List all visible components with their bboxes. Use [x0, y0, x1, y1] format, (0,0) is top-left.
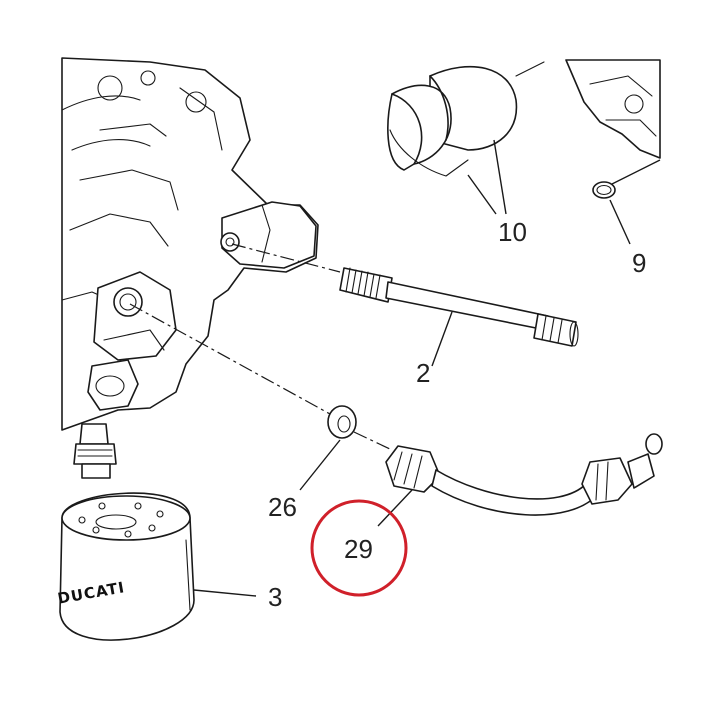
- filter-nipple-part: [73, 423, 117, 479]
- leader-oil-pipe: [377, 489, 413, 527]
- leader-washer: [299, 439, 341, 491]
- oil-pipe-part: [385, 433, 663, 516]
- leader-ring-pair-a: [467, 174, 497, 215]
- washer-part: [327, 405, 357, 439]
- engine-crankcase: [61, 57, 319, 431]
- washer-hole: [337, 415, 351, 433]
- o-ring-inner: [596, 184, 612, 196]
- leader-ring-pair-b: [493, 139, 507, 215]
- callout-ring-pair: 10: [498, 217, 527, 247]
- callout-o-ring: 9: [632, 248, 646, 278]
- highlight-circle: [310, 499, 408, 597]
- leader-o-ring-pointer: [611, 159, 661, 185]
- alignment-line-pipe: [129, 303, 331, 415]
- alignment-line-pipe-2: [353, 431, 393, 451]
- leader-o-ring: [609, 199, 631, 245]
- oil-filter-part: DUCATI: [56, 492, 195, 641]
- callout-oil-pipe: 29: [344, 534, 373, 564]
- leader-oil-filter: [193, 589, 257, 597]
- ring-pair-part: [387, 61, 545, 177]
- engine-housing-right: [565, 59, 661, 159]
- alignment-line-stud: [231, 243, 341, 273]
- callout-oil-filter: 3: [268, 582, 282, 612]
- callout-stud: 2: [416, 358, 430, 388]
- callout-washer: 26: [268, 492, 297, 522]
- stud-part: [339, 267, 579, 347]
- leader-stud: [431, 311, 453, 367]
- o-ring-part: [592, 181, 616, 199]
